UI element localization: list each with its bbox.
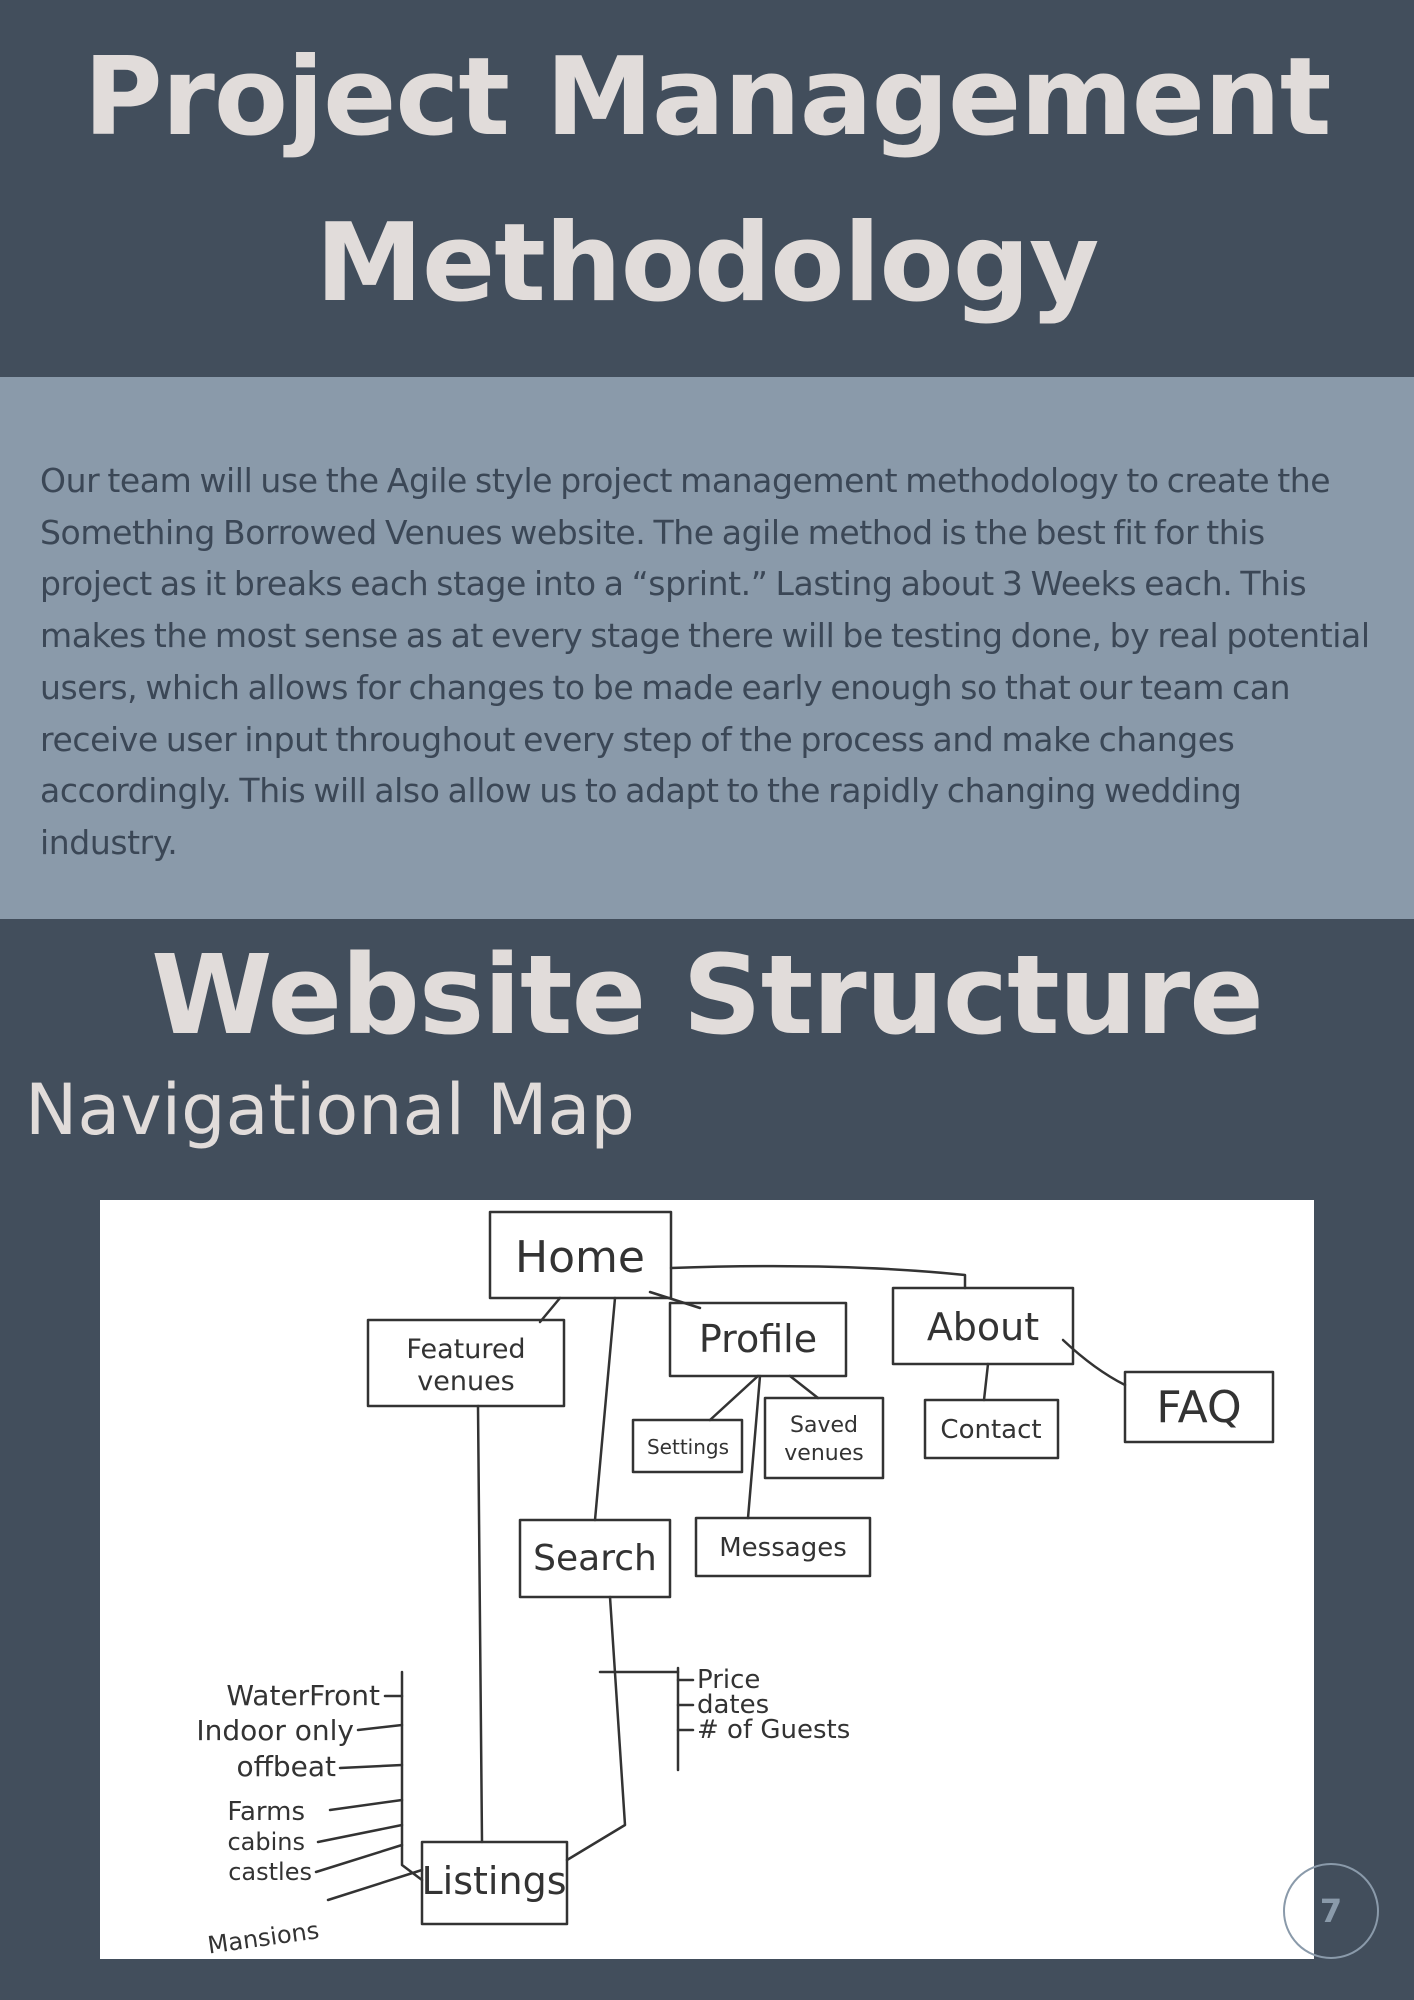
line-home-search <box>593 1296 617 1522</box>
category-ticks <box>314 1694 424 1902</box>
node-featured-line1: Featured <box>406 1334 525 1365</box>
filter-dates: dates <box>697 1690 769 1720</box>
category-mansions: Mansions <box>206 1916 321 1959</box>
node-box-settings <box>631 1418 744 1474</box>
filter-guests: # of Guests <box>697 1715 850 1745</box>
methodology-paragraph: Our team will use the Agile style projec… <box>40 461 1370 862</box>
map-lines <box>314 1210 1275 1926</box>
category-castles: castles <box>228 1858 312 1886</box>
node-box-listings <box>420 1840 569 1926</box>
page-number: 7 <box>1319 1892 1343 1930</box>
line-profile-settings <box>708 1374 760 1422</box>
category-indoor-only: Indoor only <box>196 1714 354 1747</box>
node-contact: Contact <box>940 1415 1041 1445</box>
node-home: Home <box>515 1232 645 1283</box>
node-search: Search <box>533 1538 657 1579</box>
line-about-contact <box>982 1362 990 1402</box>
category-offbeat: offbeat <box>236 1750 336 1783</box>
node-saved-line1: Saved <box>790 1413 858 1438</box>
node-featured-line2: venues <box>417 1366 515 1397</box>
node-settings: Settings <box>647 1435 729 1459</box>
navigational-map: Home Featured venues Profile About FAQ S… <box>100 1200 1314 1959</box>
line-featured-listings <box>476 1404 484 1844</box>
node-box-about <box>891 1286 1075 1366</box>
node-messages: Messages <box>719 1533 847 1563</box>
line-search-listings <box>565 1595 627 1862</box>
section-subtitle: Navigational Map <box>25 1069 635 1151</box>
line-home-featured <box>538 1296 562 1324</box>
page-number-badge: 7 <box>1283 1863 1379 1959</box>
methodology-section: Our team will use the Agile style projec… <box>0 377 1414 919</box>
node-box-contact <box>923 1398 1060 1460</box>
nav-map-sketch: Home Featured venues Profile About FAQ S… <box>196 1210 1275 1959</box>
node-listings: Listings <box>422 1859 567 1903</box>
node-faq: FAQ <box>1156 1382 1241 1433</box>
node-saved-line2: venues <box>784 1441 863 1466</box>
header-band: Project Management Methodology <box>0 0 1414 377</box>
line-profile-messages <box>746 1374 762 1520</box>
line-home-profile <box>648 1290 702 1310</box>
title-line-1: Project Management <box>83 34 1331 160</box>
line-home-about <box>669 1264 967 1290</box>
node-box-featured <box>366 1318 566 1408</box>
category-waterfront: WaterFront <box>226 1679 380 1712</box>
section-title: Website Structure <box>151 931 1264 1059</box>
node-box-faq <box>1123 1370 1275 1444</box>
line-about-faq <box>1061 1338 1127 1387</box>
category-farms: Farms <box>227 1797 305 1827</box>
node-box-messages <box>694 1516 872 1578</box>
line-profile-saved <box>788 1374 820 1400</box>
categories-bracket <box>400 1670 424 1882</box>
filter-ticks <box>676 1678 695 1732</box>
node-about: About <box>927 1305 1039 1349</box>
category-cabins: cabins <box>227 1828 305 1856</box>
filter-price: Price <box>697 1665 760 1695</box>
node-box-home <box>488 1210 673 1300</box>
node-profile: Profile <box>699 1317 817 1361</box>
node-box-saved <box>763 1396 885 1480</box>
page-title: Project Management Methodology <box>83 15 1331 363</box>
title-line-2: Methodology <box>315 200 1100 326</box>
